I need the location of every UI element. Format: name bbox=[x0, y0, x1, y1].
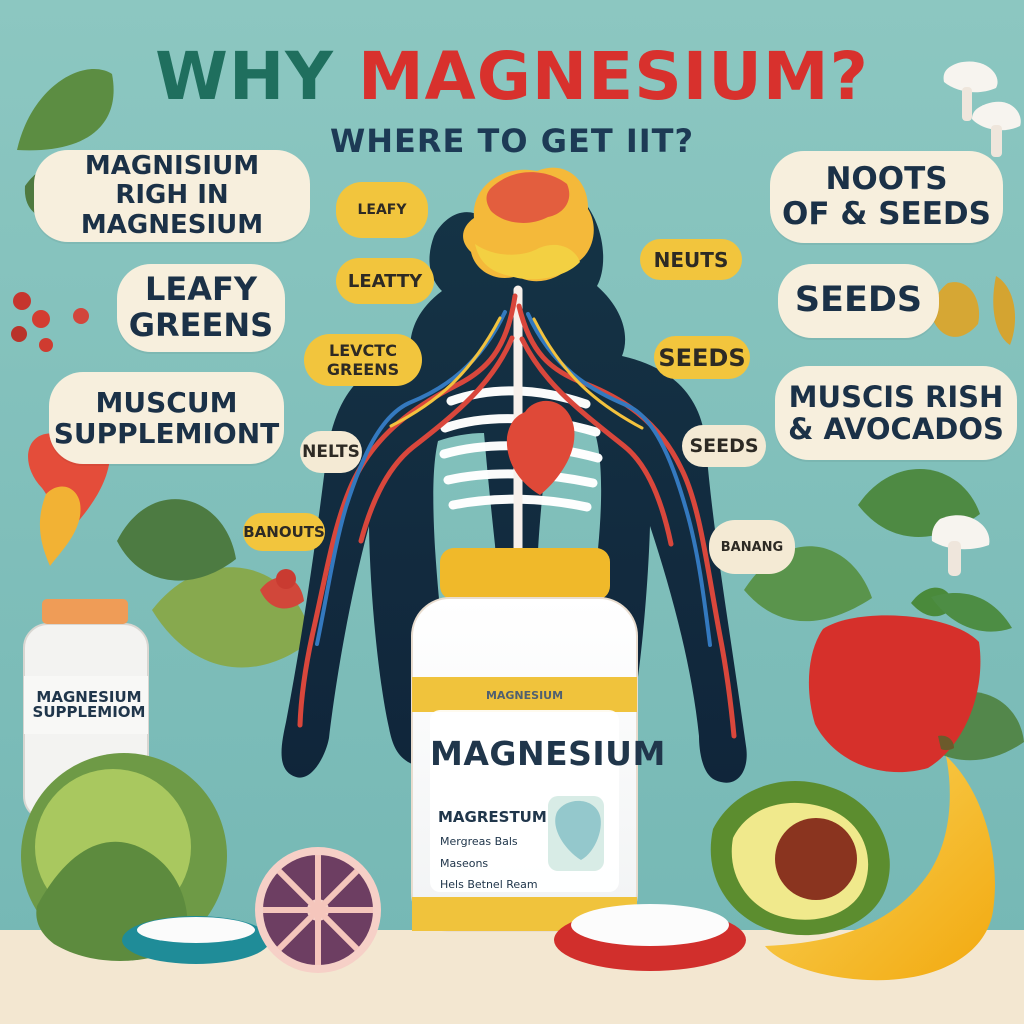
bubble-right-mid-line1: SEEDS bbox=[794, 280, 923, 321]
jar-lid bbox=[440, 548, 610, 600]
jar-list-item-2: Maseons bbox=[440, 857, 489, 870]
bubble-left-mid: LEAFY GREENS bbox=[117, 264, 285, 352]
jar-main-label: MAGNESIUM bbox=[430, 734, 666, 773]
title-why: WHY bbox=[155, 38, 334, 115]
mushroom-icon bbox=[991, 125, 1002, 157]
bowl-icon bbox=[571, 904, 729, 946]
mushroom-icon bbox=[972, 101, 1021, 131]
avocado-icon bbox=[775, 818, 857, 900]
jar-band-top bbox=[412, 677, 637, 712]
leaf-icon bbox=[17, 69, 114, 151]
mushroom-icon bbox=[931, 515, 990, 550]
title-magnesium: MAGNESIUM? bbox=[357, 38, 869, 115]
bubble-right-bottom-line2: & AVOCADOS bbox=[788, 412, 1004, 446]
left-jar-label-line2: SUPPLEMIOM bbox=[32, 703, 146, 722]
bubble-right-mid: SEEDS bbox=[778, 264, 939, 338]
jar-list-item-1: Mergreas Bals bbox=[440, 835, 518, 848]
berries-icon bbox=[276, 569, 296, 589]
pepper-icon bbox=[808, 615, 981, 773]
mushroom-icon bbox=[948, 541, 961, 576]
jar-image-tile bbox=[555, 800, 601, 860]
pill-banouts: BANOUTS bbox=[243, 513, 325, 551]
mushroom-icon bbox=[962, 87, 972, 121]
subtitle: WHERE TO GET IIT? bbox=[329, 122, 695, 160]
brain-icon bbox=[475, 244, 580, 280]
berries-icon bbox=[32, 310, 50, 328]
bubble-left-mid-line2: GREENS bbox=[128, 306, 274, 344]
mushroom-icon bbox=[943, 61, 998, 93]
left-jar-label-line1: MAGNESIUM bbox=[36, 688, 142, 706]
bubble-left-top: MAGNISIUM RIGH IN MAGNESIUM bbox=[34, 150, 310, 242]
pill-nelts-left: NELTS bbox=[300, 431, 362, 473]
pill-banang: BANANG bbox=[709, 520, 795, 574]
pill-seeds-right: SEEDS bbox=[654, 336, 750, 379]
heart-icon bbox=[39, 486, 81, 566]
pill-leafy-top: LEAFY bbox=[336, 182, 428, 238]
banana-icon bbox=[938, 735, 954, 751]
bubble-right-top-line2: OF & SEEDS bbox=[782, 196, 991, 232]
bubble-right-bottom: MUSCIS RISH & AVOCADOS bbox=[775, 366, 1017, 460]
bubble-left-top-line2: RIGH IN MAGNESIUM bbox=[80, 180, 264, 240]
brain-icon bbox=[486, 172, 570, 223]
pill-leatty: LEATTY bbox=[336, 258, 434, 304]
bubble-right-top-line1: NOOTS bbox=[825, 161, 948, 198]
bowl-icon bbox=[137, 917, 255, 943]
jar-sub-label: MAGRESTUM bbox=[438, 808, 547, 826]
left-jar-cap bbox=[42, 599, 128, 624]
leaf-icon bbox=[117, 499, 236, 581]
bubble-left-bottom-line2: SUPPLEMIONT bbox=[53, 417, 280, 450]
nerves bbox=[315, 310, 712, 647]
left-jar-label: MAGNESIUM SUPPLEMIOM bbox=[30, 688, 148, 722]
banana-icon bbox=[765, 756, 995, 981]
pill-neults-right: NEUTS bbox=[640, 239, 742, 280]
jar-brand-label: MAGNESIUM bbox=[485, 689, 564, 702]
pill-greens: LEVCTC GREENS bbox=[304, 334, 422, 386]
left-jar-band bbox=[24, 676, 148, 734]
bubble-left-mid-line1: LEAFY bbox=[144, 270, 258, 309]
jar-list-item-3: Hels Betnel Ream bbox=[440, 878, 538, 891]
bubble-left-top-line1: MAGNISIUM bbox=[84, 151, 260, 182]
bubble-right-top: NOOTS OF & SEEDS bbox=[770, 151, 1003, 243]
bubble-right-bottom-line1: MUSCIS RISH bbox=[788, 379, 1004, 414]
berries-icon bbox=[11, 326, 27, 342]
fig-icon bbox=[993, 276, 1016, 345]
heart-icon bbox=[506, 400, 575, 495]
bubble-left-bottom-line1: MUSCUM bbox=[95, 385, 238, 419]
bubble-left-bottom: MUSCUM SUPPLEMIONT bbox=[49, 372, 284, 464]
berries-icon bbox=[39, 338, 53, 352]
fig-icon bbox=[263, 855, 373, 965]
berries-icon bbox=[13, 292, 31, 310]
pill-seeds-lower-right: SEEDS bbox=[682, 425, 766, 467]
leaf-icon bbox=[931, 592, 1012, 632]
page-title: WHY MAGNESIUM? bbox=[0, 38, 1024, 115]
nerves bbox=[389, 316, 644, 430]
fig-icon bbox=[933, 282, 980, 337]
berries-icon bbox=[73, 308, 89, 324]
